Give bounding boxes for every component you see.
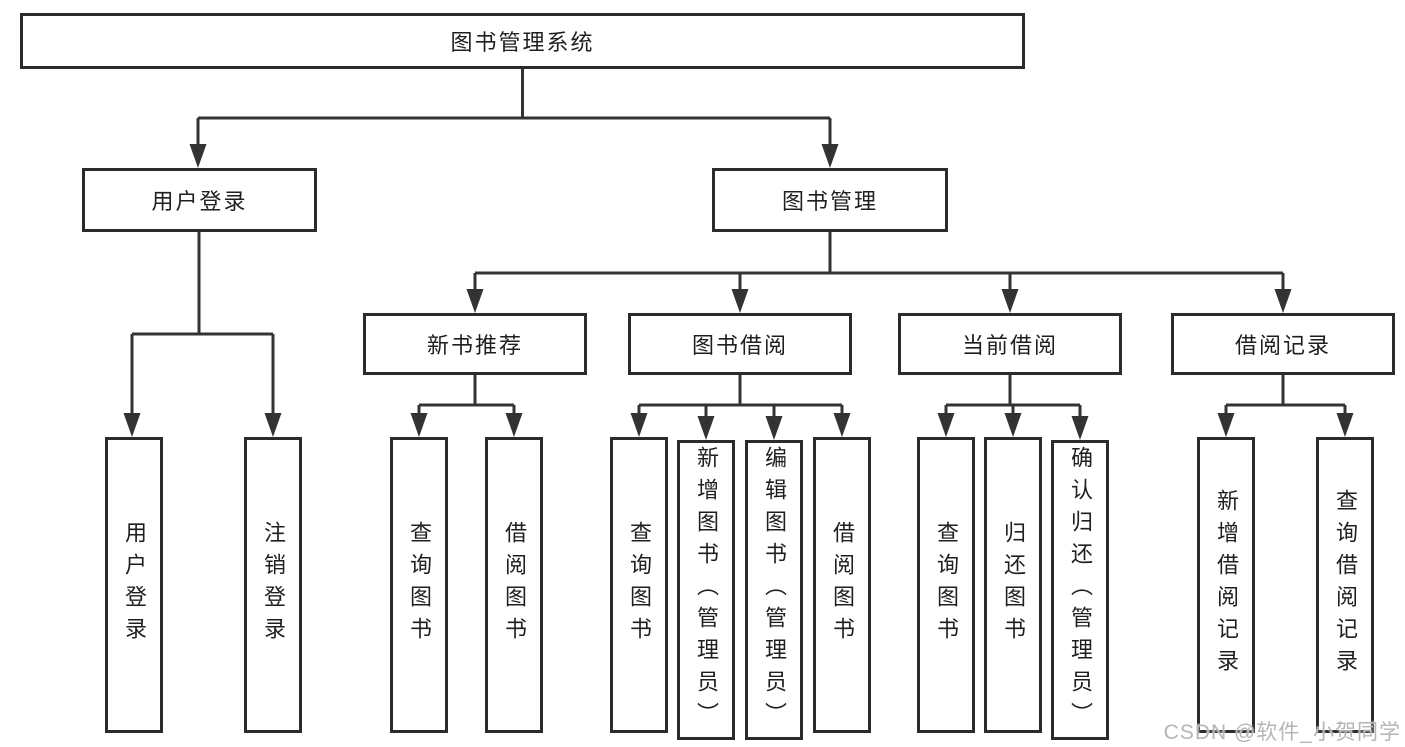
leaf-add-borrow-record-label: 新增借阅记录	[1214, 489, 1239, 681]
connector-lines	[130, 69, 1347, 418]
leaf-query-books-current: 查询图书	[917, 437, 975, 733]
node-book-borrow: 图书借阅	[628, 313, 852, 375]
node-root-label: 图书管理系统	[450, 30, 595, 55]
leaf-query-books-recommend: 查询图书	[390, 437, 448, 733]
leaf-user-login-label: 用户登录	[122, 521, 147, 649]
leaf-query-borrow-record: 查询借阅记录	[1316, 437, 1374, 733]
arrowhead-icons	[123, 144, 1354, 440]
leaf-logout-label: 注销登录	[261, 521, 286, 649]
leaf-add-book-admin: 新增图书（管理员）	[677, 440, 735, 740]
node-new-book-recommend-label: 新书推荐	[426, 333, 523, 358]
leaf-borrow-books-recommend: 借阅图书	[485, 437, 543, 733]
node-user-login-label: 用户登录	[151, 189, 248, 214]
node-book-management-label: 图书管理	[781, 189, 878, 214]
node-user-login: 用户登录	[82, 168, 317, 232]
leaf-query-books-recommend-label: 查询图书	[407, 521, 432, 649]
leaf-user-login: 用户登录	[105, 437, 163, 733]
node-current-borrow: 当前借阅	[898, 313, 1122, 375]
leaf-confirm-return-admin: 确认归还（管理员）	[1051, 440, 1109, 740]
leaf-borrow-books-borrow-label: 借阅图书	[830, 521, 855, 649]
leaf-edit-book-admin: 编辑图书（管理员）	[745, 440, 803, 740]
node-book-management: 图书管理	[712, 168, 948, 232]
leaf-confirm-return-admin-label: 确认归还（管理员）	[1068, 446, 1093, 734]
leaf-add-borrow-record: 新增借阅记录	[1197, 437, 1255, 733]
leaf-return-book-label: 归还图书	[1001, 521, 1026, 649]
node-borrow-records-label: 借阅记录	[1234, 333, 1331, 358]
node-current-borrow-label: 当前借阅	[961, 333, 1058, 358]
leaf-add-book-admin-label: 新增图书（管理员）	[694, 446, 719, 734]
leaf-query-books-current-label: 查询图书	[934, 521, 959, 649]
node-root: 图书管理系统	[20, 13, 1025, 69]
leaf-query-books-borrow: 查询图书	[610, 437, 668, 733]
node-borrow-records: 借阅记录	[1171, 313, 1395, 375]
node-book-borrow-label: 图书借阅	[691, 333, 788, 358]
leaf-borrow-books-borrow: 借阅图书	[813, 437, 871, 733]
leaf-return-book: 归还图书	[984, 437, 1042, 733]
node-new-book-recommend: 新书推荐	[363, 313, 587, 375]
leaf-query-books-borrow-label: 查询图书	[627, 521, 652, 649]
leaf-borrow-books-recommend-label: 借阅图书	[502, 521, 527, 649]
watermark-text: CSDN @软件_小贺同学	[1163, 721, 1401, 744]
leaf-query-borrow-record-label: 查询借阅记录	[1333, 489, 1358, 681]
leaf-edit-book-admin-label: 编辑图书（管理员）	[762, 446, 787, 734]
leaf-logout: 注销登录	[244, 437, 302, 733]
